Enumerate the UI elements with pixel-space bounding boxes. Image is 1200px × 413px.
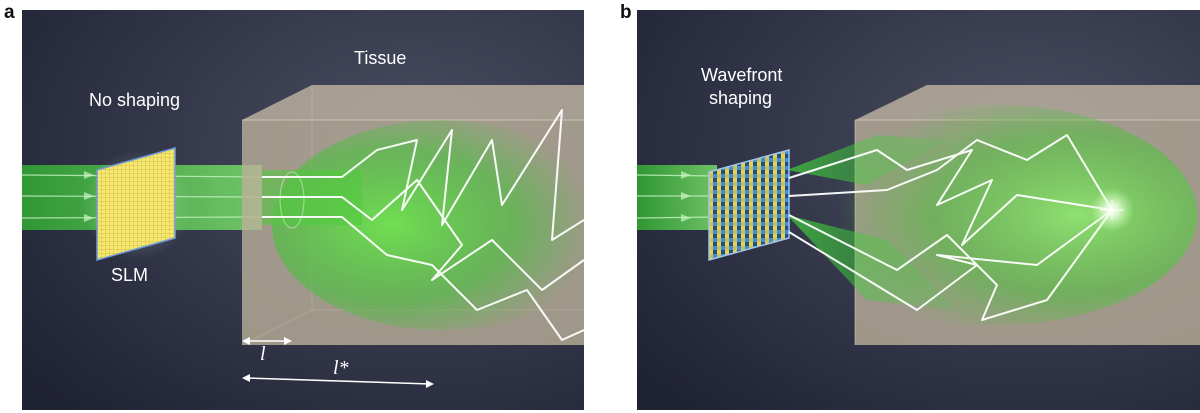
- slm-label: SLM: [111, 265, 148, 286]
- wavefront-label-line1: Wavefront: [701, 65, 782, 86]
- wavefront-label-line2: shaping: [709, 88, 772, 109]
- no-shaping-label: No shaping: [89, 90, 180, 111]
- panel-a-label: a: [4, 2, 15, 24]
- l-star-label: l*: [333, 358, 349, 379]
- panel-b-label: b: [620, 2, 632, 24]
- panel-b-scatter-glow: [797, 105, 1197, 325]
- l-label: l: [260, 344, 266, 365]
- panel-a-no-shaping: Tissue No shaping SLM l l*: [22, 10, 584, 410]
- tissue-label: Tissue: [354, 48, 406, 69]
- panel-b-wavefront-shaping: Wavefront shaping: [637, 10, 1200, 410]
- panel-a-illustration: [22, 10, 584, 410]
